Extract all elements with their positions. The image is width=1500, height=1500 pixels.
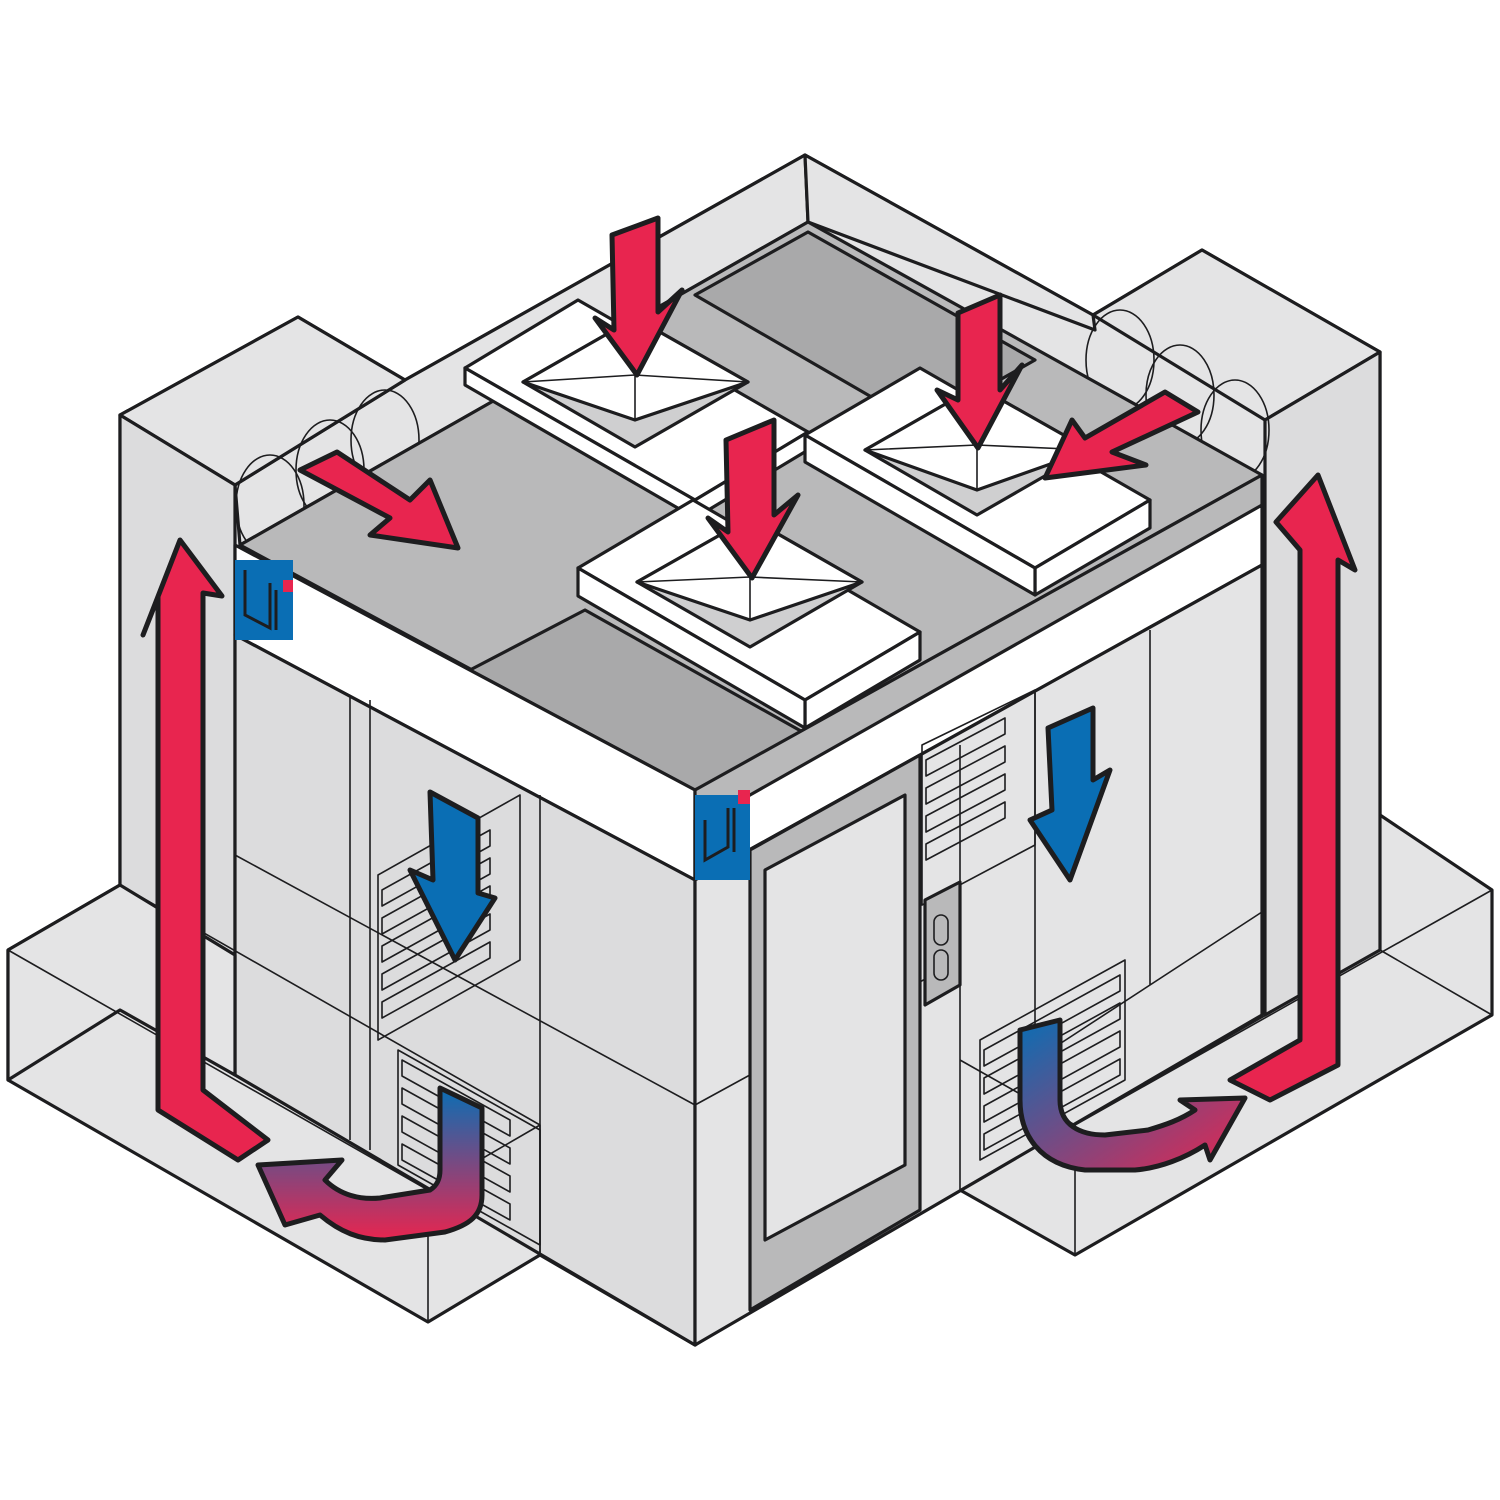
arrow-diagonal-icon bbox=[297, 449, 461, 551]
grille-right-lower bbox=[979, 959, 1126, 1161]
arrow-up-icon bbox=[1227, 472, 1358, 1103]
door-control-panel-icon bbox=[923, 880, 962, 1007]
arrow-down-icon bbox=[407, 789, 498, 963]
filter-unit-right bbox=[803, 366, 1152, 597]
grille-left-lower bbox=[397, 1049, 541, 1246]
arrow-down-icon bbox=[1027, 705, 1113, 883]
back-top-right-face bbox=[803, 153, 1097, 332]
return-grilles bbox=[377, 689, 1126, 1246]
elbow-arrow-icon bbox=[255, 1085, 485, 1243]
filter-unit-back bbox=[463, 298, 810, 520]
elbow-arrow-icon bbox=[1017, 1017, 1248, 1173]
arrow-diagonal-icon bbox=[592, 215, 685, 378]
ui-logo-mark bbox=[695, 790, 750, 880]
arrow-diagonal-icon bbox=[1042, 389, 1201, 481]
door-leaf bbox=[763, 793, 907, 1242]
arrow-diagonal-icon bbox=[934, 292, 1025, 451]
hepa-filter-units bbox=[463, 298, 1152, 730]
arrow-up-icon bbox=[140, 537, 271, 1163]
ceiling-dark-tile bbox=[693, 230, 1037, 427]
ui-logo-mark bbox=[235, 560, 293, 640]
grille-right-upper bbox=[921, 689, 1036, 906]
arrow-diagonal-icon bbox=[705, 417, 801, 581]
cleanroom-door bbox=[748, 753, 962, 1312]
airflow-arrows bbox=[140, 215, 1358, 1243]
filter-unit-front bbox=[576, 498, 922, 730]
